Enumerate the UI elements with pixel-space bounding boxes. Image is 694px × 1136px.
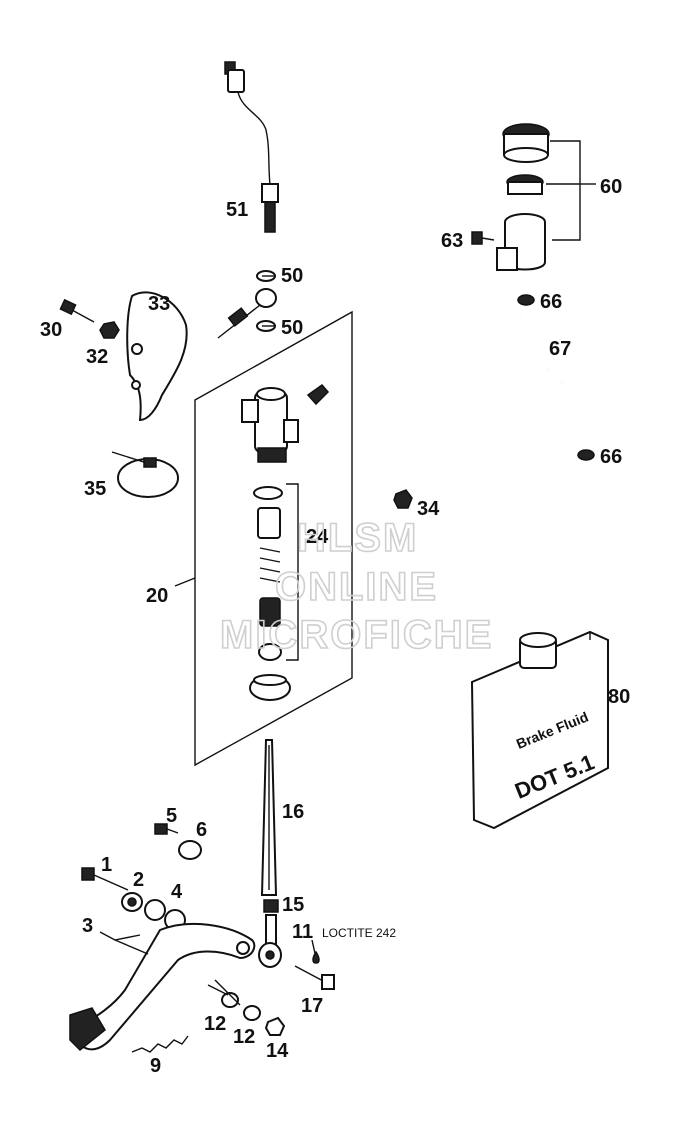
label-1: 1 <box>101 854 112 876</box>
label-66a: 66 <box>540 291 562 313</box>
pedal-stop-part <box>154 823 202 860</box>
label-50b: 50 <box>281 317 303 339</box>
bolt-part-17 <box>294 965 335 990</box>
pivot-hardware-part <box>81 867 186 931</box>
return-spring-part <box>131 1035 189 1053</box>
label-32: 32 <box>86 346 108 368</box>
label-15: 15 <box>282 894 304 916</box>
brake-fluid-bottle-part: Brake Fluid DOT 5.1 <box>470 630 609 830</box>
label-12a: 12 <box>204 1013 226 1035</box>
label-63: 63 <box>441 230 463 252</box>
clevis-part <box>258 899 282 968</box>
label-20: 20 <box>146 585 168 607</box>
nut-part-32 <box>99 321 120 339</box>
watermark-line3: MICROFICHE <box>220 613 493 657</box>
label-17: 17 <box>301 995 323 1017</box>
label-14: 14 <box>266 1040 289 1062</box>
master-cylinder-part <box>241 383 330 701</box>
brake-light-switch-part <box>224 61 279 233</box>
label-33: 33 <box>148 293 170 315</box>
bolt-part-30 <box>59 298 95 323</box>
watermark-line1: HLSM <box>297 516 418 560</box>
heel-guard-part <box>126 291 188 422</box>
label-6: 6 <box>196 819 207 841</box>
washers-nut-part <box>221 992 286 1036</box>
label-2: 2 <box>133 869 144 891</box>
label-50a: 50 <box>281 265 303 287</box>
label-3: 3 <box>82 915 93 937</box>
label-67: 67 <box>549 338 571 360</box>
screw-part-63 <box>471 231 495 245</box>
hose-and-clips-part <box>517 294 595 461</box>
push-rod-part <box>260 739 278 896</box>
watermark-line2: ONLINE <box>275 565 438 609</box>
loctite-drop-icon <box>312 950 320 964</box>
fluid-reservoir-part <box>496 123 596 271</box>
loctite-note: LOCTITE 242 <box>322 926 396 940</box>
assembly-frame <box>194 310 353 767</box>
label-35: 35 <box>84 478 106 500</box>
label-66b: 66 <box>600 446 622 468</box>
cable-tie-part <box>111 451 179 498</box>
label-51: 51 <box>226 199 248 221</box>
label-34: 34 <box>417 498 440 520</box>
label-80: 80 <box>608 686 630 708</box>
banjo-fitting-part <box>217 270 277 339</box>
label-12b: 12 <box>233 1026 255 1048</box>
label-16: 16 <box>282 801 304 823</box>
label-11: 11 <box>292 921 313 943</box>
brake-pedal-part <box>69 923 256 1052</box>
label-5: 5 <box>166 805 177 827</box>
label-4: 4 <box>171 881 183 903</box>
label-24: 24 <box>306 526 329 548</box>
label-60: 60 <box>600 176 622 198</box>
label-9: 9 <box>150 1055 161 1077</box>
label-30: 30 <box>40 319 62 341</box>
nut-part-34 <box>393 489 413 509</box>
